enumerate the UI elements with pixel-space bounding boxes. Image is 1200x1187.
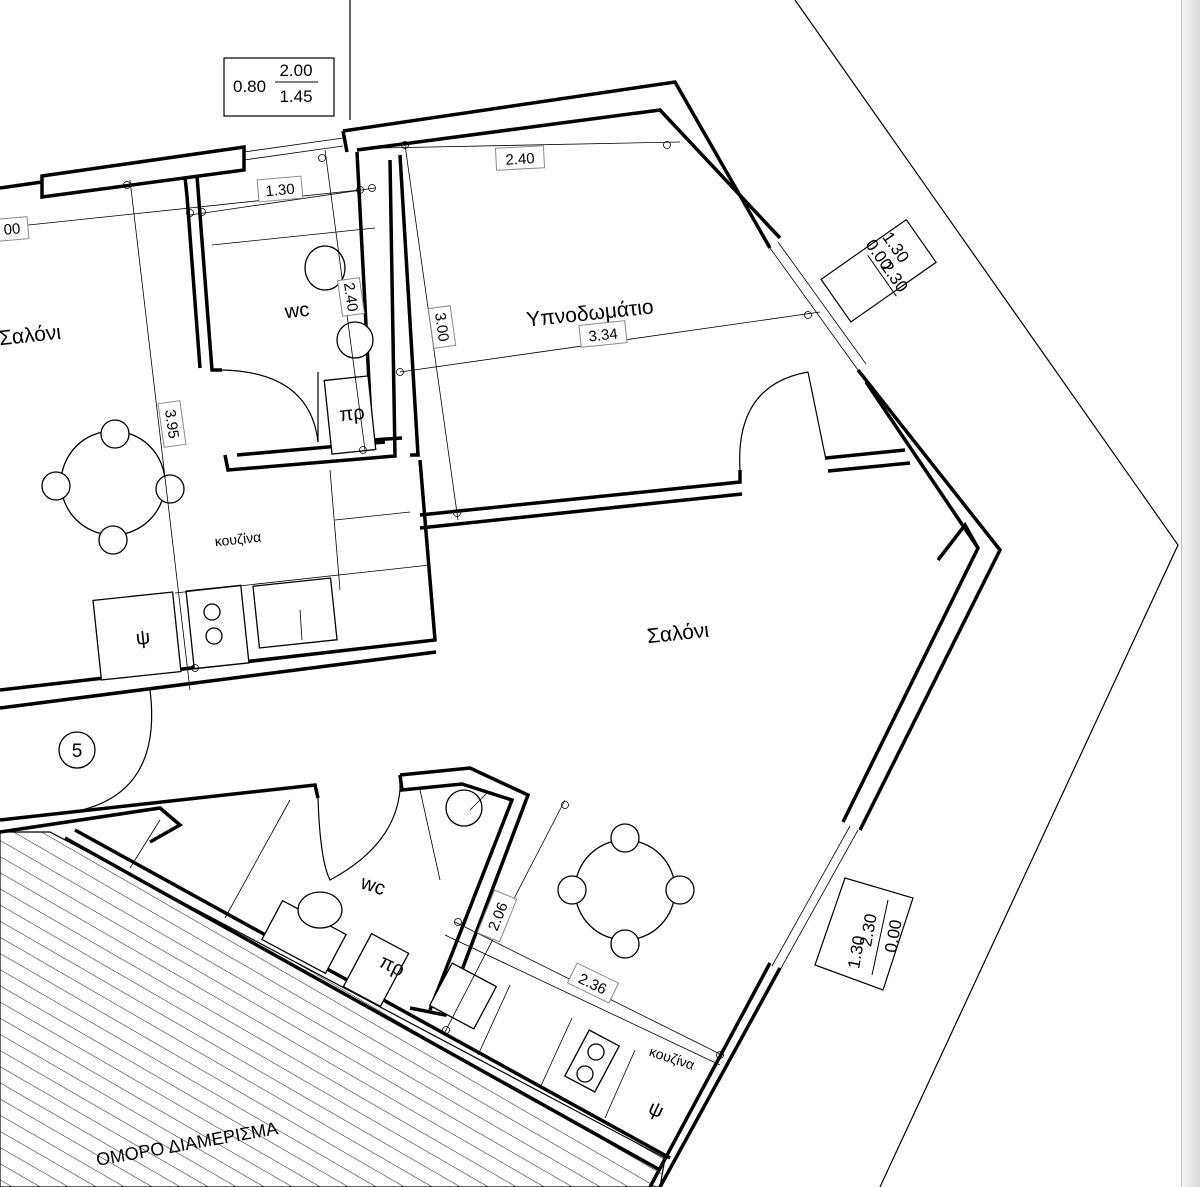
room-label-psi-top: ψ — [135, 626, 151, 649]
svg-text:3.34: 3.34 — [588, 326, 619, 346]
dim-label-2-40-vertical: 2.40 — [337, 277, 365, 317]
svg-text:3.00: 3.00 — [431, 311, 452, 342]
dim-label-2-40: 2.40 — [494, 145, 546, 171]
room-label-kouzina-top: κουζίνα — [214, 529, 262, 550]
dim-label-3-34: 3.34 — [578, 320, 628, 348]
svg-text:1.45: 1.45 — [279, 87, 312, 106]
neighbor-apartment-hatch — [0, 831, 666, 1187]
svg-text:00: 00 — [3, 220, 21, 238]
svg-text:3.95: 3.95 — [161, 408, 182, 439]
room-label-saloni-top: Σαλόνι — [0, 321, 62, 350]
upper-fixtures — [41, 179, 431, 691]
room-label-saloni-main: Σαλόνι — [646, 619, 711, 648]
svg-text:2.00: 2.00 — [279, 61, 312, 80]
plot-boundary — [349, 0, 1179, 1187]
svg-text:5: 5 — [72, 741, 83, 762]
svg-text:2.40: 2.40 — [340, 281, 361, 312]
windows — [243, 137, 867, 971]
door-swings — [44, 369, 827, 881]
dim-label-2-36: 2.36 — [566, 962, 620, 1004]
dim-label-3-00: 3.00 — [427, 305, 457, 349]
svg-text:1.30: 1.30 — [265, 181, 296, 200]
page-edge-shadow — [1181, 0, 1200, 1187]
window-tag-right-upper: 1.30 2.30 0.00 — [820, 218, 937, 323]
unit-number-marker: 5 — [58, 731, 96, 769]
lower-fixtures — [129, 789, 721, 1119]
dim-label-1-30: 1.30 — [256, 175, 304, 203]
window-tag-top: 0.80 2.00 1.45 — [223, 57, 335, 117]
room-label-wc-bottom: wc — [357, 871, 388, 900]
dim-label-3-95: 3.95 — [157, 400, 187, 448]
window-tag-right-lower: 1.30 2.30 0.00 — [814, 877, 914, 991]
svg-text:0.80: 0.80 — [233, 77, 266, 96]
room-label-psi-bottom: ψ — [645, 1097, 667, 1123]
svg-text:2.40: 2.40 — [505, 150, 535, 169]
main-apartment-walls — [341, 80, 1003, 1187]
room-label-pr-top: πρ — [338, 402, 365, 427]
room-label-wc-top: wc — [283, 299, 311, 324]
room-label-kouzina-bottom: κουζίνα — [647, 1043, 696, 1073]
dim-label-00: 00 — [0, 216, 30, 242]
dimension-ticks — [123, 141, 812, 1059]
